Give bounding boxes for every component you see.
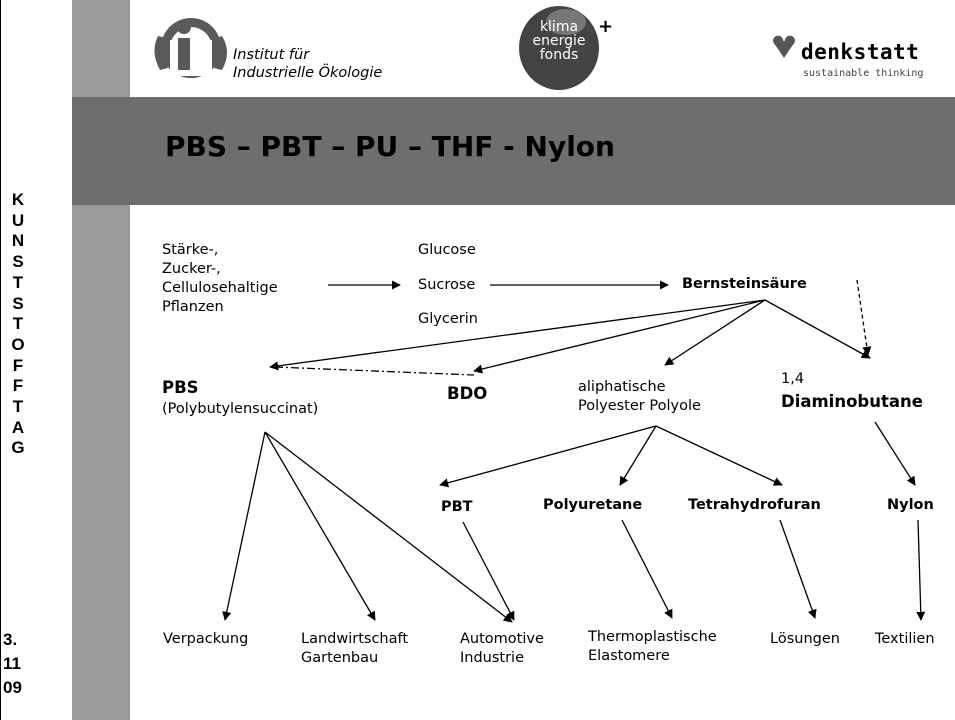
arrow-pbs-to-automotive: [264, 431, 513, 623]
letter: F: [12, 376, 24, 396]
denkstatt-tagline: sustainable thinking: [803, 68, 924, 79]
sucrose-label: Sucrose: [418, 277, 476, 293]
arrow-pbt-to-automotive: [462, 521, 515, 621]
polyester-polyole-label: aliphatische Polyester Polyole: [578, 378, 701, 416]
sidebar: K U N S T S T O F F T A G 3. 11 09: [0, 0, 73, 720]
klima-line: fonds: [539, 47, 579, 63]
iio-line: Institut für: [233, 47, 310, 63]
arrow-bernstein-to-bdo: [473, 299, 766, 374]
pbs-label: PBS: [162, 378, 199, 397]
letter: K: [11, 190, 25, 209]
thermoplastische-line: Thermoplastische: [588, 629, 717, 645]
denkstatt-name: denkstatt: [801, 40, 920, 64]
bdo-label: BDO: [447, 384, 488, 403]
polyole-line: aliphatische: [578, 379, 666, 395]
arrow-pbs-to-verpackung: [222, 431, 266, 621]
arrow-bernstein-to-polyole: [664, 299, 766, 366]
source-line: Cellulosehaltige: [162, 280, 278, 296]
letter: T: [12, 272, 24, 292]
polyuretane-label: Polyuretane: [543, 497, 643, 513]
date-part: 11: [3, 654, 21, 673]
letter: S: [12, 293, 24, 313]
nylon-label: Nylon: [887, 497, 934, 513]
dashed-bernstein-to-diamino: [856, 279, 872, 356]
arrow-polyole-to-thf: [655, 425, 783, 486]
source-line: Stärke-,: [162, 242, 219, 258]
source-plants-label: Stärke-, Zucker-, Cellulosehaltige Pflan…: [162, 241, 278, 317]
letter: T: [12, 314, 24, 334]
arrow-nylon-to-textilien: [916, 519, 926, 621]
klima-plus: +: [598, 16, 614, 37]
klima-line: energie: [532, 33, 586, 49]
date-part: 3.: [3, 630, 18, 649]
date-part: 09: [3, 678, 22, 697]
bernsteinsaeure-label: Bernsteinsäure: [682, 276, 807, 292]
letter: G: [11, 438, 25, 458]
pbs-full-label: (Polybutylensuccinat): [162, 401, 319, 417]
vertical-event-label: K U N S T S T O F F T A G: [1, 190, 35, 459]
arrow-pbs-to-landwirtschaft: [264, 431, 376, 621]
arrow-diamino-to-nylon: [874, 421, 916, 486]
date-label: 3. 11 09: [3, 628, 22, 700]
letter: T: [12, 397, 24, 417]
arrow-bernstein-to-diamino: [764, 299, 871, 359]
letter: F: [12, 355, 24, 375]
polyole-line: Polyester Polyole: [578, 398, 701, 414]
automotive-label: Automotive Industrie: [460, 630, 544, 668]
landwirtschaft-label: Landwirtschaft Gartenbau: [301, 630, 408, 668]
landwirtschaft-line: Landwirtschaft: [301, 631, 409, 647]
loesungen-label: Lösungen: [770, 631, 840, 647]
klima-line: klima: [539, 19, 579, 35]
pbt-label: PBT: [441, 499, 473, 515]
arrow-polyurethane-to-thermoplastische: [621, 519, 673, 619]
dashdot-pbs-bdo: [274, 366, 475, 376]
automotive-line: Industrie: [460, 650, 525, 666]
letter: A: [11, 417, 25, 437]
letter: N: [11, 231, 25, 251]
glycerin-label: Glycerin: [418, 311, 478, 327]
slide-title: PBS – PBT – PU – THF - Nylon: [165, 130, 615, 163]
letter: S: [12, 252, 24, 272]
thermoplastische-line: Elastomere: [588, 648, 670, 664]
iio-line: Industrielle Ökologie: [233, 65, 383, 81]
header-band: [72, 97, 955, 205]
source-line: Zucker-,: [162, 261, 221, 277]
letter: U: [11, 210, 25, 230]
automotive-line: Automotive: [460, 631, 544, 647]
source-line: Pflanzen: [162, 299, 224, 315]
glucose-label: Glucose: [418, 242, 476, 258]
iio-logo-text: Institut für Industrielle Ökologie: [233, 46, 382, 82]
textilien-label: Textilien: [875, 631, 935, 647]
verpackung-label: Verpackung: [163, 631, 249, 647]
arrow-thf-to-loesungen: [779, 519, 817, 619]
landwirtschaft-line: Gartenbau: [301, 650, 379, 666]
letter: O: [11, 334, 25, 354]
diaminobutane-label: Diaminobutane: [781, 392, 923, 411]
arrow-polyole-to-polyurethane: [619, 425, 657, 486]
arrow-bernstein-to-pbs: [269, 299, 766, 371]
klima-logo-text: klima energie fonds: [524, 20, 594, 62]
arrow-polyole-to-pbt: [439, 425, 657, 488]
tetrahydrofuran-label: Tetrahydrofuran: [688, 497, 821, 513]
thermoplastische-label: Thermoplastische Elastomere: [588, 628, 717, 666]
diamino-prefix-label: 1,4: [781, 371, 805, 387]
